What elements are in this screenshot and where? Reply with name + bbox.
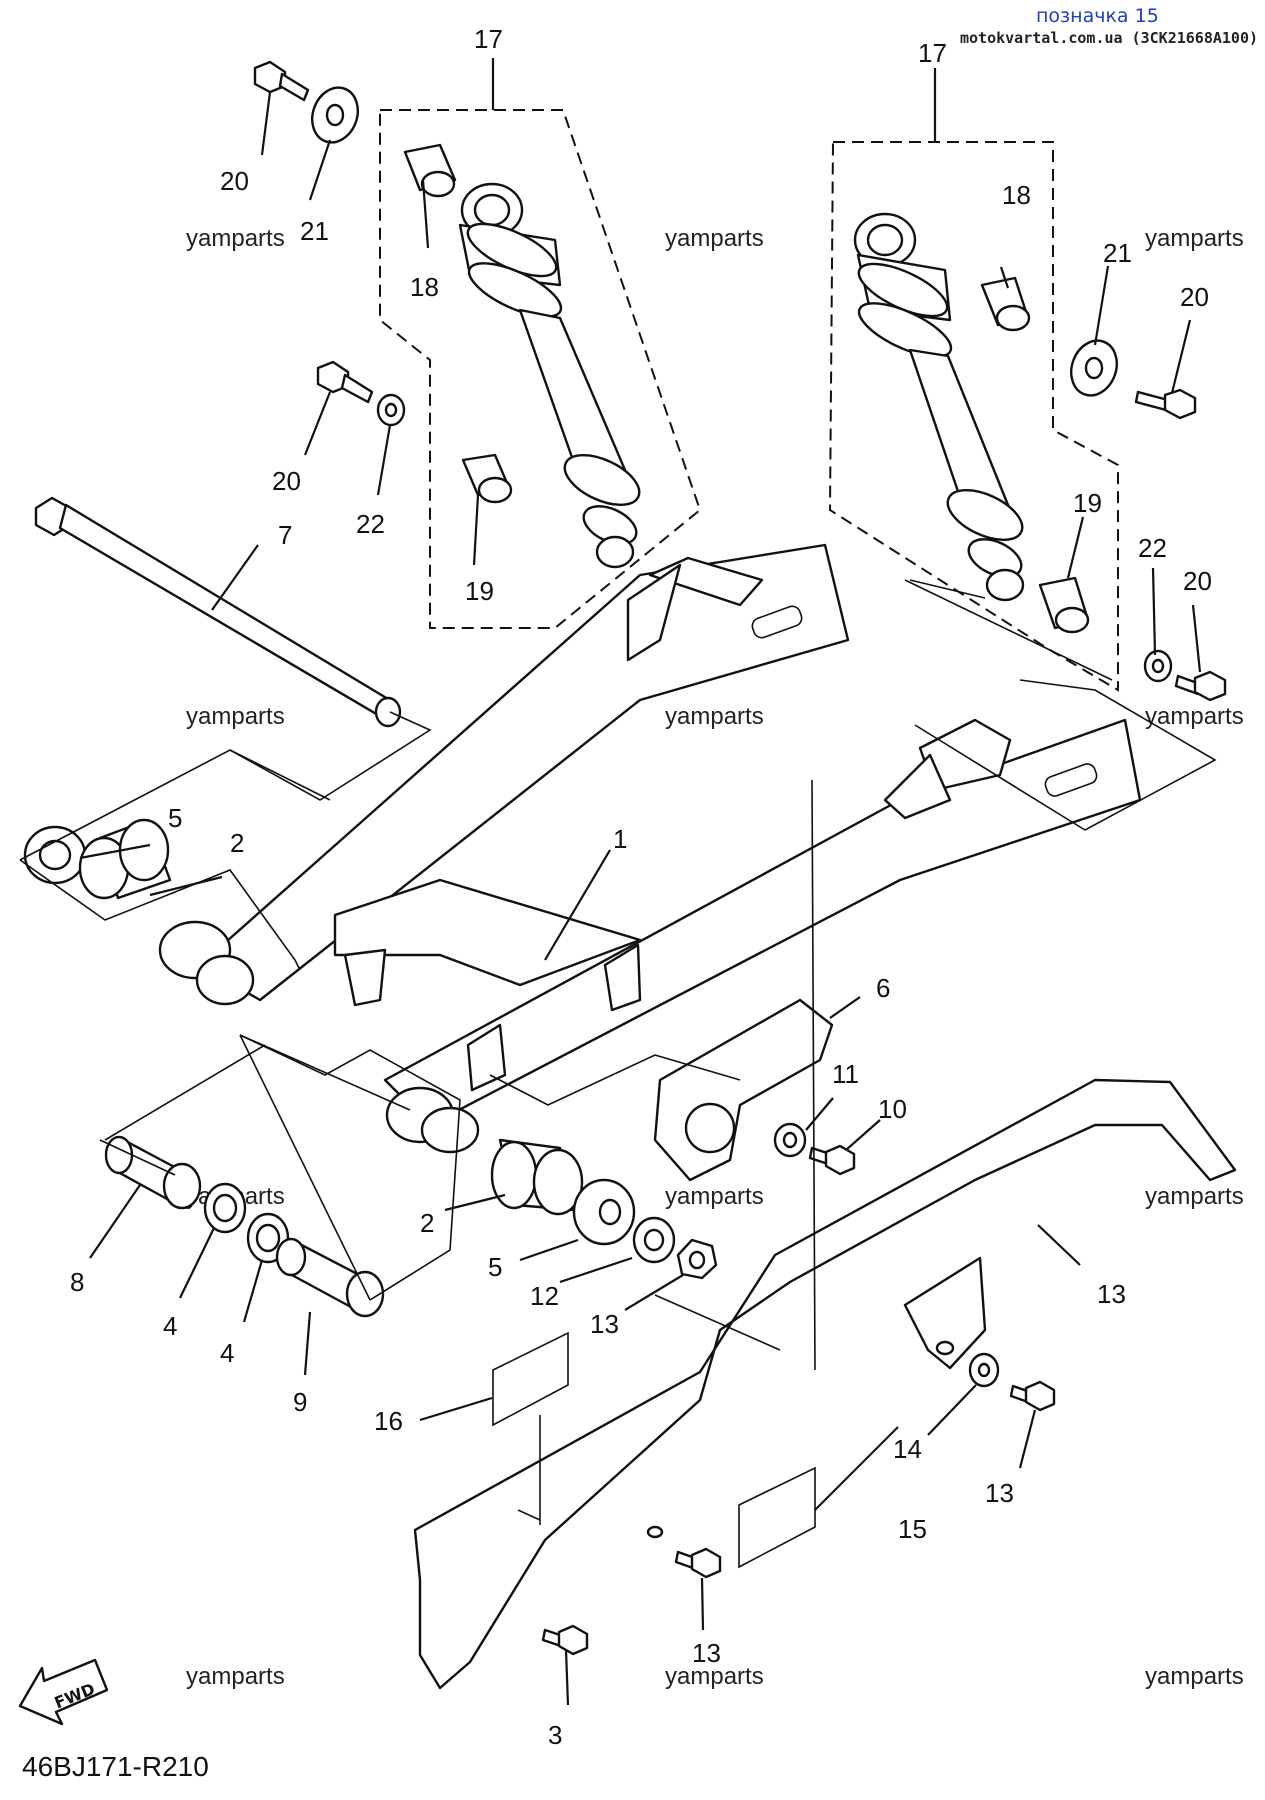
header-source: motokvartal.com.ua (3CK21668A100) [960,29,1258,47]
washer-10 [632,1216,676,1264]
drawing-number: 46BJ171-R210 [22,1751,209,1782]
washer-14 [968,1352,1000,1388]
seal-4-lower [572,1178,636,1246]
callout-15: 15 [898,1514,927,1544]
callout-20: 20 [272,466,301,496]
collar-18-right [980,276,1031,332]
callout-4: 5 [168,803,182,833]
pivot-shaft-9 [34,496,402,728]
callout-18: 18 [1002,180,1031,210]
callout-9: 7 [278,520,292,550]
label-15 [738,1466,816,1569]
callout-21: 21 [1103,238,1132,268]
watermark: yamparts [1145,225,1244,252]
washer-21-right [1070,339,1118,397]
collar-19-left [461,453,513,504]
fwd-arrow-icon: FWD [18,1658,109,1726]
oil-seal-3-a [203,1182,247,1234]
callout-22: 22 [1138,533,1167,563]
callout-7: 10 [878,1094,907,1124]
washer-21-left [311,86,359,144]
bolt-20-mid-left [316,360,374,404]
bolt-20-top-right [1134,388,1197,420]
watermark: yamparts [186,1663,285,1690]
callout-20: 20 [220,166,249,196]
watermark: yamparts [1145,1663,1244,1690]
callout-3: 4 [163,1311,177,1341]
callout-19: 19 [465,576,494,606]
spacer-5-right [275,1237,385,1318]
spacer-5-left [104,1135,202,1210]
callout-4: 5 [488,1252,502,1282]
callout-8: 11 [832,1059,859,1089]
chain-case-12 [413,1078,1237,1690]
watermark: yamparts [1145,1183,1244,1210]
chain-puller-6 [653,998,834,1182]
callout-1: 1 [613,824,627,854]
watermark: yamparts [665,703,764,730]
callouts: 17 17 20 21 18 20 22 19 7 18 21 20 19 22… [70,24,1212,1750]
washer-22-left [376,393,406,427]
callout-6: 6 [876,973,890,1003]
rear-shock-left [458,182,641,569]
swingarm-1 [158,543,1142,1154]
collar-18-left [403,143,457,198]
watermarks: yamparts yamparts yamparts yamparts yamp… [186,225,1244,1690]
watermark: yamparts [186,225,285,252]
callout-13: 13 [985,1478,1014,1508]
callout-22: 22 [356,509,385,539]
callout-13: 3 [548,1720,562,1750]
callout-17-left: 17 [474,24,503,54]
callout-13: 13 [692,1638,721,1668]
watermark: yamparts [665,1663,764,1690]
callout-20: 20 [1183,566,1212,596]
watermark: yamparts [186,703,285,730]
callout-2: 2 [420,1208,434,1238]
seal-4-upper [23,825,87,885]
callout-5: 8 [70,1267,84,1297]
callout-18: 18 [410,272,439,302]
callout-17-right: 17 [918,38,947,68]
shock-group-left-outline [379,109,702,629]
reference-lines [19,579,1217,1525]
bolt-7 [808,1144,856,1176]
bolt-20-top-left [253,60,310,102]
callout-3: 4 [220,1338,234,1368]
bolt-20-low-right [1174,670,1227,702]
bolt-13-right [1009,1380,1056,1412]
callout-16: 16 [374,1406,403,1436]
bolt-13-low [541,1624,589,1656]
header-label: позначка 15 [1036,5,1159,27]
label-16 [492,1331,569,1427]
callout-12: 13 [1097,1279,1126,1309]
watermark: yamparts [665,225,764,252]
bolt-13-mid [674,1547,722,1579]
bushing-2-upper [78,818,172,900]
callout-5: 9 [293,1387,307,1417]
callout-14: 14 [893,1434,922,1464]
nut-11 [676,1238,718,1280]
leader-lines [79,58,1202,1706]
washer-22-right [1143,649,1173,683]
callout-20: 20 [1180,282,1209,312]
callout-21: 21 [300,216,329,246]
watermark: yamparts [1145,703,1244,730]
washer-8 [773,1122,807,1158]
callout-19: 19 [1073,488,1102,518]
rear-shock-right [853,212,1025,602]
callout-2: 2 [230,828,244,858]
shock-group-right-outline [828,141,1119,692]
collar-19-right [1038,576,1090,634]
bushing-2-lower [490,1138,584,1216]
watermark: yamparts [665,1183,764,1210]
callout-11: 13 [590,1309,619,1339]
callout-10: 12 [530,1281,559,1311]
